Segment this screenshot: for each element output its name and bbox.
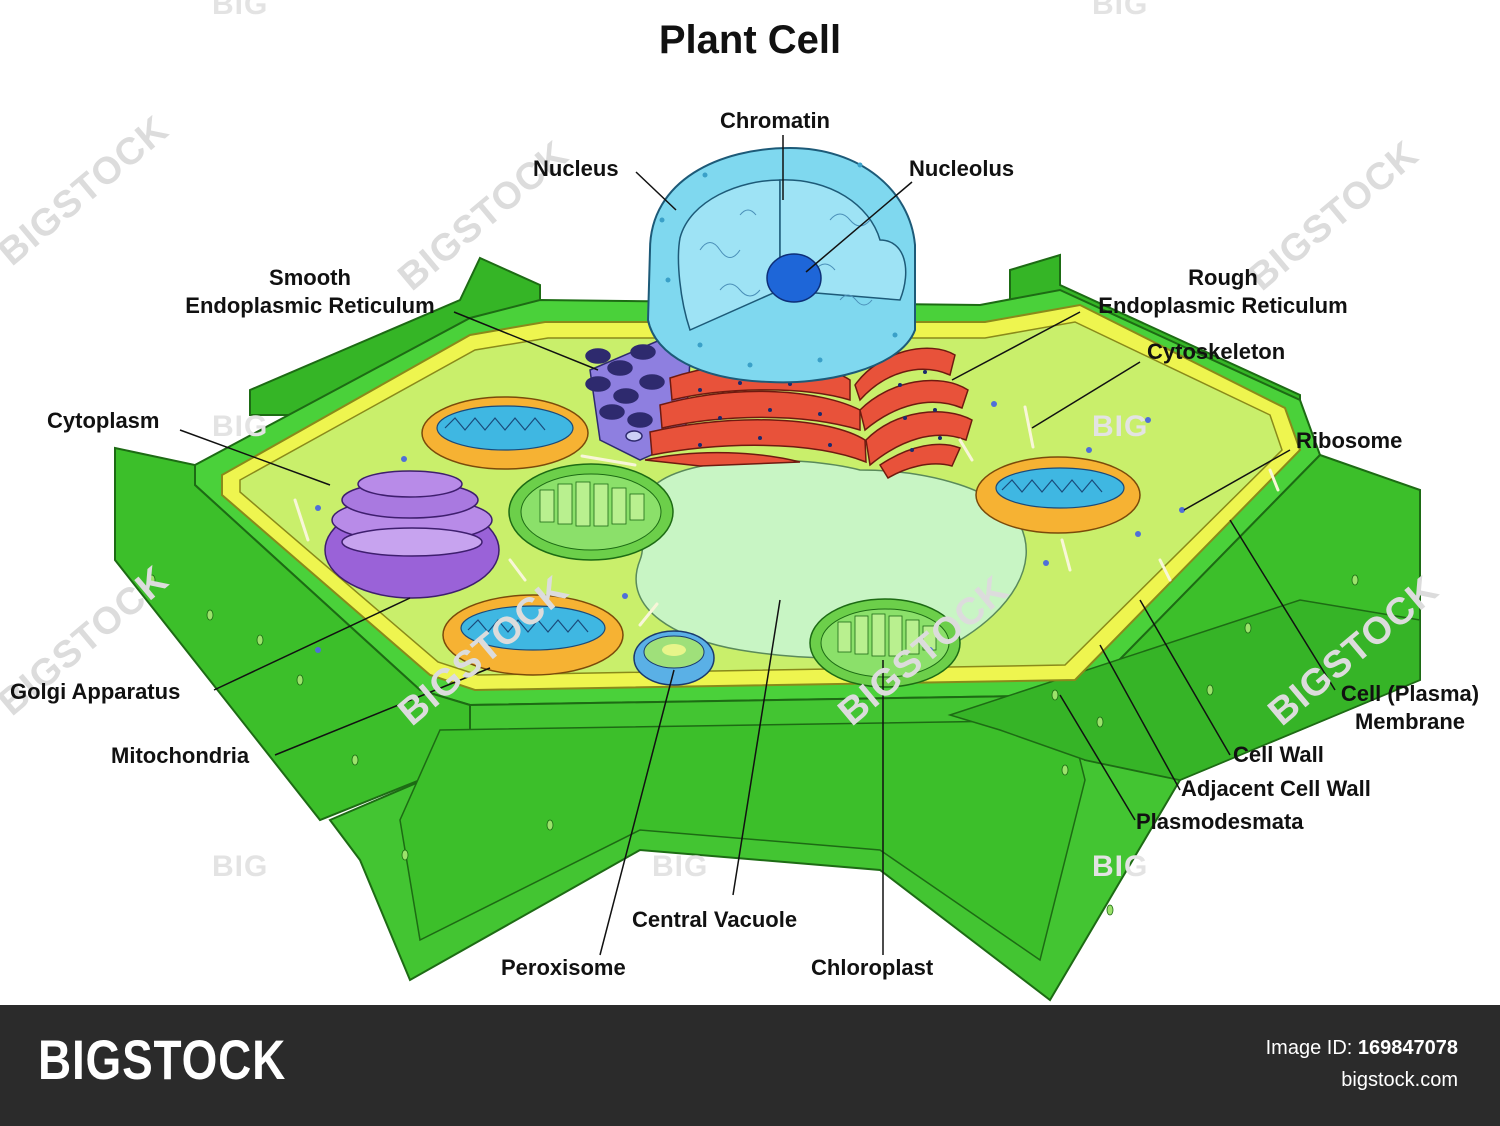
leader-mitochondria: [274, 667, 491, 756]
mitochondrion-top: [421, 396, 589, 470]
label-cytoskeleton: Cytoskeleton: [1147, 339, 1286, 364]
label-smooth-er: Smooth Endoplasmic Reticulum: [160, 264, 460, 320]
label-ribosome: Ribosome: [1296, 428, 1403, 453]
label-rough-er-line2: Endoplasmic Reticulum: [1098, 293, 1348, 318]
mitochondrion-right: [975, 456, 1141, 534]
label-cell-membrane-line2: Membrane: [1354, 709, 1466, 734]
image-id-label: Image ID:: [1265, 1037, 1353, 1059]
label-chromatin: Chromatin: [720, 108, 830, 133]
label-smooth-er-line1: Smooth: [269, 265, 351, 290]
watermark-short: BIG: [1092, 410, 1149, 443]
label-cell-membrane-line1: Cell (Plasma): [1340, 681, 1480, 706]
label-mitochondria: Mitochondria: [111, 743, 250, 768]
image-id-value: 169847078: [1357, 1037, 1458, 1059]
nucleus: [646, 146, 916, 384]
label-cell-wall: Cell Wall: [1233, 742, 1324, 767]
watermark-short: BIG: [1092, 850, 1149, 883]
label-peroxisome: Peroxisome: [501, 955, 626, 980]
plant-cell-diagram: [114, 135, 1421, 1002]
leader-plasmodesmata: [1059, 694, 1136, 821]
label-smooth-er-line2: Endoplasmic Reticulum: [185, 293, 435, 318]
nucleolus: [766, 253, 822, 303]
label-cytoplasm: Cytoplasm: [47, 408, 160, 433]
watermark-short: BIG: [652, 850, 709, 883]
label-nucleus: Nucleus: [533, 156, 619, 181]
watermark-short: BIG: [1092, 0, 1149, 21]
footer-bar: BIGSTOCK Image ID: 169847078 bigstock.co…: [0, 1005, 1500, 1126]
leader-central-vacuole: [732, 599, 781, 896]
mitochondrion-bottom: [442, 594, 624, 676]
site-url[interactable]: bigstock.com: [1341, 1069, 1458, 1091]
chloroplast-left: [508, 463, 674, 561]
leader-smooth-er: [453, 311, 599, 371]
watermark-short: BIG: [212, 0, 269, 21]
cytoskeleton-filaments: [293, 405, 1280, 627]
nuclear-pores: [659, 162, 898, 368]
label-cell-membrane: Cell (Plasma) Membrane: [1320, 680, 1500, 736]
leader-nucleolus: [805, 181, 913, 273]
label-rough-er-line1: Rough: [1188, 265, 1258, 290]
label-nucleolus: Nucleolus: [909, 156, 1015, 181]
leader-cell-wall: [1139, 599, 1231, 756]
leader-lines: [179, 135, 1336, 956]
label-rough-er: Rough Endoplasmic Reticulum: [1073, 264, 1373, 320]
leader-adjacent-cell-wall: [1099, 644, 1181, 791]
cell-wall-back-left: [249, 256, 541, 416]
leader-nucleus: [635, 171, 677, 211]
leader-peroxisome: [599, 669, 675, 956]
label-golgi-apparatus: Golgi Apparatus: [10, 679, 181, 704]
peroxisome: [633, 630, 715, 686]
label-plasmodesmata: Plasmodesmata: [1136, 809, 1304, 834]
golgi-apparatus: [324, 470, 500, 599]
leader-golgi: [213, 597, 411, 691]
leader-ribosome: [1183, 449, 1291, 511]
image-id: Image ID: 169847078: [1266, 1037, 1458, 1060]
leader-cytoplasm: [179, 429, 331, 486]
leader-cytoskeleton: [1031, 361, 1141, 429]
ribosomes: [315, 401, 1185, 653]
chloroplast-right: [809, 598, 961, 688]
adjacent-cell-right: [947, 599, 1421, 781]
label-central-vacuole: Central Vacuole: [632, 907, 798, 932]
watermark-short: BIG: [212, 850, 269, 883]
plasmodesmata-dots: [148, 574, 1359, 916]
bigstock-logo: BIGSTOCK: [38, 1028, 287, 1091]
leader-membrane: [1229, 519, 1336, 691]
diagram-title: Plant Cell: [658, 18, 842, 62]
leader-rough-er: [951, 311, 1081, 381]
watermark-short: BIG: [212, 410, 269, 443]
label-adjacent-cell-wall: Adjacent Cell Wall: [1181, 776, 1371, 801]
label-chloroplast: Chloroplast: [811, 955, 934, 980]
